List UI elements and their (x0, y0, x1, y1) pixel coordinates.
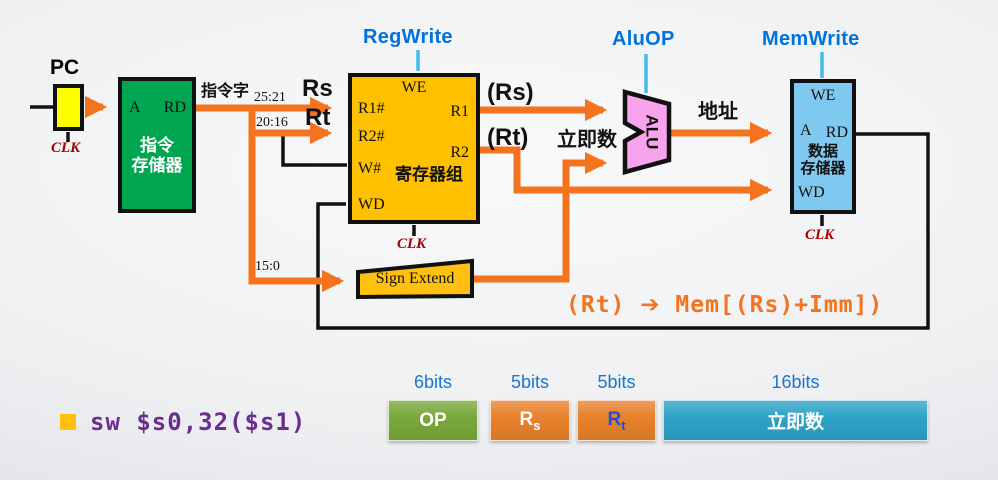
rtl-annotation: (Rt) ➔ Mem[(Rs)+Imm]) (566, 292, 884, 318)
data-memory-port-we: WE (810, 87, 836, 104)
field-rt: Rt (577, 400, 656, 441)
rs-label: Rs (302, 75, 333, 102)
register-file: WE R1# R2# W# WD R1 R2 寄存器组 (348, 73, 480, 224)
pc-label: PC (50, 56, 80, 79)
rs-value-label: (Rs) (487, 79, 534, 106)
register-file-port-r1: R1 (450, 103, 469, 120)
register-file-clk-label: CLK (397, 236, 427, 252)
instruction-word-label: 指令字 (201, 83, 250, 100)
data-memory-clk-label: CLK (805, 227, 835, 243)
rt-value-label: (Rt) (487, 124, 529, 151)
memwrite-label: MemWrite (762, 28, 860, 50)
data-memory: WE A RD WD 数据 存储器 (790, 79, 856, 214)
data-memory-port-wd: WD (798, 184, 825, 201)
control-wires (416, 50, 824, 93)
aluop-label: AluOP (612, 28, 675, 50)
register-file-port-r2n: R2# (358, 128, 385, 145)
bullet-square-icon (60, 414, 76, 430)
data-memory-title: 数据 存储器 (800, 143, 846, 178)
sign-extend-label: Sign Extend (375, 270, 455, 287)
instruction-example: sw $s0,32($s1) (60, 408, 306, 436)
alu-shape (622, 89, 672, 175)
instruction-memory-title: 指令 存储器 (131, 136, 183, 175)
bits-20-16-label: 20:16 (256, 115, 288, 130)
data-memory-port-a: A (800, 122, 812, 139)
instruction-memory-port-rd: RD (163, 99, 186, 116)
bits-25-21-label: 25:21 (254, 90, 286, 105)
register-file-port-wn: W# (358, 160, 382, 177)
address-label: 地址 (698, 101, 738, 123)
bits-15-0-label: 15:0 (255, 259, 280, 274)
immediate-label: 立即数 (557, 129, 617, 151)
pc-clk-label: CLK (51, 140, 81, 156)
data-memory-port-rd: RD (825, 124, 848, 141)
black-wires (30, 105, 930, 330)
instruction-memory-port-a: A (129, 99, 141, 116)
rt-label: Rt (305, 104, 331, 131)
register-file-port-we: WE (401, 79, 427, 96)
instruction-memory: A RD 指令 存储器 (118, 77, 196, 213)
pc-register (53, 84, 84, 131)
field-rs-bits: 5bits (510, 372, 550, 392)
rightwards-arrow-icon: ➔ (640, 292, 661, 318)
alu-label: ALU (643, 115, 662, 150)
data-wires (84, 95, 773, 293)
register-file-title: 寄存器组 (395, 165, 463, 184)
field-rs: Rs (490, 400, 570, 441)
register-file-port-wd: WD (358, 196, 385, 213)
instruction-example-text: sw $s0,32($s1) (90, 408, 307, 436)
field-imm: 立即数 (663, 400, 928, 441)
field-imm-bits: 16bits (771, 372, 820, 392)
register-file-port-r1n: R1# (358, 100, 385, 117)
field-rt-bits: 5bits (597, 372, 636, 392)
regwrite-label: RegWrite (363, 26, 453, 48)
field-op: OP (388, 400, 478, 441)
sign-extend-shape (356, 258, 474, 300)
field-op-bits: 6bits (413, 372, 453, 392)
register-file-port-r2: R2 (450, 144, 469, 161)
